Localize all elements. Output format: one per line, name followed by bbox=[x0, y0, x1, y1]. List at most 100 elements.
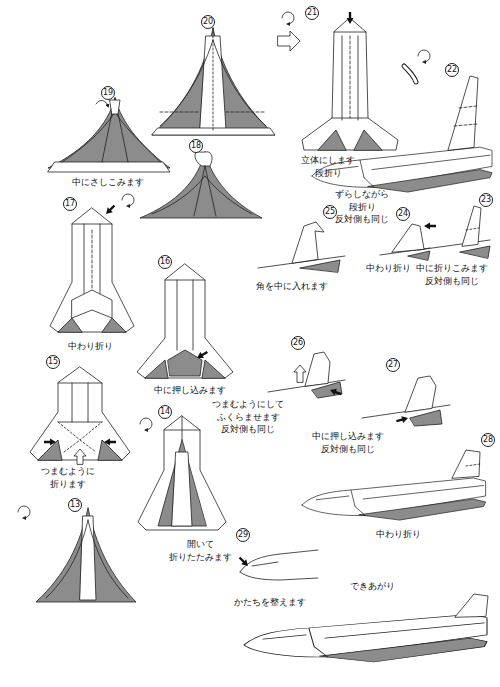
fold-step-21 bbox=[347, 12, 354, 24]
fold-step-21 bbox=[318, 130, 382, 150]
fold-step-14 bbox=[172, 452, 192, 526]
fold-step-18 bbox=[140, 152, 262, 218]
fold-step-29 bbox=[237, 555, 250, 568]
fold-step-22 bbox=[448, 76, 478, 150]
fold-step-24 bbox=[408, 251, 430, 260]
fold-step-20 bbox=[152, 28, 275, 135]
step-number: 13 bbox=[68, 498, 82, 512]
fold-step-28 bbox=[452, 450, 480, 478]
fold-step-26 bbox=[305, 352, 330, 386]
step-number-text: 23 bbox=[481, 196, 491, 204]
step-number: 16 bbox=[158, 255, 172, 269]
step-number: 22 bbox=[445, 63, 459, 77]
fold-step-17 bbox=[92, 230, 93, 290]
fold-step-16 bbox=[145, 360, 225, 378]
fold-step-16 bbox=[195, 349, 209, 361]
fold-step-13 bbox=[80, 516, 96, 600]
fold-step-24 bbox=[380, 223, 436, 261]
turn-over-symbol bbox=[282, 12, 294, 24]
fold-step-25 bbox=[300, 260, 340, 272]
instruction-text: 立体にします bbox=[301, 154, 355, 167]
fold-step-23 bbox=[466, 228, 479, 230]
fold-step-19 bbox=[110, 100, 120, 114]
fold-step-18 bbox=[140, 152, 262, 218]
step-number: 25 bbox=[323, 205, 337, 219]
fold-step-26 bbox=[268, 352, 345, 398]
fold-step-14 bbox=[138, 416, 226, 530]
fold-step-21 bbox=[302, 12, 398, 150]
step-number-text: 24 bbox=[398, 210, 408, 218]
fold-step-22 bbox=[404, 66, 416, 82]
fold-step-13 bbox=[18, 506, 30, 518]
step-number: 17 bbox=[63, 197, 77, 211]
fold-step-15 bbox=[104, 439, 116, 446]
step-number: 24 bbox=[396, 207, 410, 221]
fold-step-17 bbox=[122, 194, 134, 206]
fold-step-14 bbox=[158, 440, 206, 526]
fold-step-16 bbox=[168, 350, 202, 376]
fold-step-15 bbox=[44, 439, 56, 446]
step-number: 29 bbox=[236, 528, 250, 542]
fold-step-17 bbox=[50, 194, 134, 332]
fold-step-24 bbox=[392, 224, 424, 252]
step-number-text: 15 bbox=[48, 358, 58, 366]
instruction-text: 中わり折り bbox=[366, 262, 411, 275]
fold-step-18 bbox=[152, 166, 252, 216]
fold-step-22 bbox=[418, 50, 430, 62]
step-number-text: 27 bbox=[388, 361, 398, 369]
fold-step-27 bbox=[410, 410, 442, 426]
fold-step-27 bbox=[362, 376, 450, 426]
fold-step-27 bbox=[405, 376, 436, 412]
step-number-text: 17 bbox=[65, 200, 75, 208]
fold-step-15 bbox=[30, 367, 130, 460]
instruction-text: 中に押し込みます 反対側も同じ bbox=[312, 430, 384, 455]
fold-step-23 bbox=[462, 206, 481, 246]
instruction-text: 中にさしこみます bbox=[72, 176, 144, 189]
fold-step-28 bbox=[302, 450, 486, 520]
instruction-text: 段折り bbox=[315, 167, 342, 180]
fold-step-15 bbox=[30, 367, 130, 464]
step-number-text: 29 bbox=[238, 531, 248, 539]
fold-step-20 bbox=[152, 128, 275, 135]
step-number-text: 16 bbox=[160, 258, 170, 266]
step-number: 26 bbox=[291, 336, 305, 350]
fold-step-26 bbox=[312, 382, 342, 398]
fold-step-22 bbox=[312, 50, 492, 192]
fold-step-19 bbox=[62, 98, 160, 162]
instruction-text: できあがり bbox=[350, 580, 395, 593]
fold-step-13 bbox=[36, 508, 136, 602]
instruction-text: ずらしながら 段折り 反対側も同じ bbox=[335, 188, 389, 226]
fold-step-21 bbox=[332, 32, 368, 120]
fold-step-16 bbox=[137, 264, 233, 378]
fold-step-19 bbox=[96, 100, 108, 106]
instruction-text: 中わり折り bbox=[68, 340, 113, 353]
fold-step-13 bbox=[18, 506, 136, 602]
fold-step-28 bbox=[466, 464, 480, 466]
step-number-text: 19 bbox=[103, 89, 113, 97]
fold-step-22 bbox=[454, 106, 477, 126]
fold-step-23 bbox=[418, 206, 490, 258]
fold-step-15 bbox=[74, 449, 86, 464]
step-number: 23 bbox=[479, 193, 493, 207]
fold-step-19 bbox=[48, 98, 170, 172]
fold-step-17 bbox=[58, 318, 126, 332]
instruction-text: 中に押し込みます bbox=[154, 384, 226, 397]
step-number: 21 bbox=[305, 6, 319, 20]
fold-step-14 bbox=[164, 416, 200, 440]
step-number-text: 13 bbox=[70, 501, 80, 509]
instruction-text: 中わり折り bbox=[376, 528, 421, 541]
turn-over-symbol bbox=[278, 12, 300, 51]
fold-step-15 bbox=[58, 422, 102, 452]
instruction-text: つまむように 折ります bbox=[41, 465, 95, 490]
fold-step-17 bbox=[72, 290, 112, 318]
fold-step-25 bbox=[292, 222, 324, 263]
fold-step-24 bbox=[424, 223, 436, 230]
step-number-text: 21 bbox=[307, 9, 317, 17]
fold-step-17 bbox=[72, 224, 112, 300]
turn-over-symbol bbox=[278, 31, 300, 51]
fold-step-16 bbox=[165, 280, 205, 350]
step-number-text: 14 bbox=[160, 408, 170, 416]
step-number-text: 28 bbox=[483, 436, 493, 444]
step-number: 14 bbox=[158, 405, 172, 419]
